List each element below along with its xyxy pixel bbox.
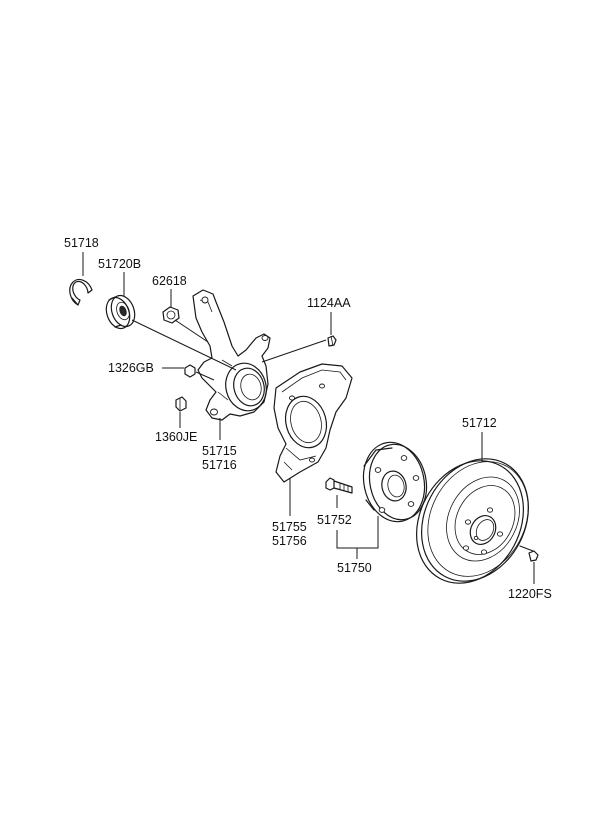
snap-ring[interactable] [69, 278, 93, 306]
callout-51716: 51716 [202, 458, 237, 472]
shield-bolt[interactable] [327, 335, 337, 347]
wheel-hub[interactable] [356, 437, 433, 528]
lower-nut[interactable] [175, 396, 187, 412]
alignment-line-1124aa [261, 339, 327, 363]
alignment-line-nut [174, 319, 209, 343]
callout-51756: 51756 [272, 534, 307, 548]
steering-knuckle[interactable] [192, 289, 272, 421]
brake-disc[interactable] [396, 440, 549, 602]
knuckle-nut[interactable] [162, 306, 180, 324]
alignment-line-bearing [131, 319, 237, 371]
callout-1220fs: 1220FS [508, 587, 552, 601]
alignment-line-1326gb [195, 371, 215, 381]
callout-51718: 51718 [64, 236, 99, 250]
hub-bolt[interactable] [325, 477, 353, 494]
callout-1360je: 1360JE [155, 430, 197, 444]
dust-cap-nut[interactable] [184, 364, 196, 378]
callout-62618: 62618 [152, 274, 187, 288]
callout-51750: 51750 [337, 561, 372, 575]
dust-shield[interactable] [273, 363, 353, 483]
callout-51755: 51755 [272, 520, 307, 534]
callout-51752: 51752 [317, 513, 352, 527]
callout-51712: 51712 [462, 416, 497, 430]
callout-1326gb: 1326GB [108, 361, 154, 375]
callout-1124aa: 1124AA [307, 296, 351, 310]
callout-51715: 51715 [202, 444, 237, 458]
disc-screw[interactable] [519, 545, 539, 562]
callout-51720b: 51720B [98, 257, 141, 271]
wheel-bearing[interactable] [102, 292, 139, 332]
